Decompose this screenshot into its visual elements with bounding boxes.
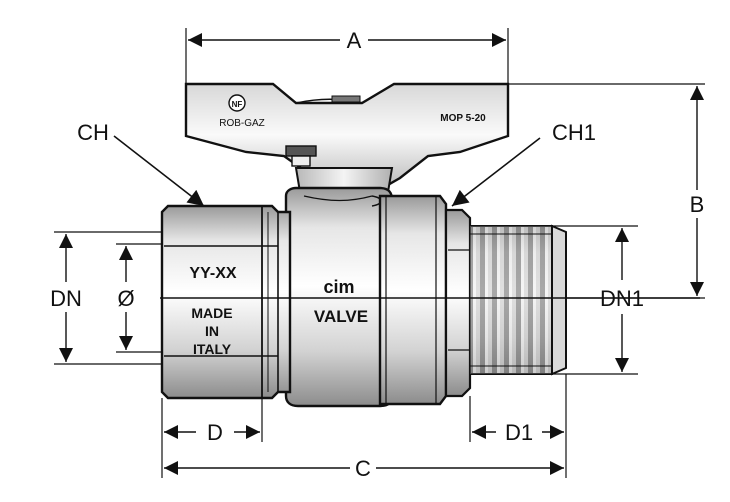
right-hex-collar [378,194,472,406]
dimension-b: B [508,83,705,299]
butterfly-handle: NF ROB-GAZ MOP 5-20 [184,82,510,188]
body-maker-text: cim [323,277,354,297]
stem-nut [285,145,394,193]
logo-text: NF [232,100,243,109]
callout-ch1: CH1 [451,120,596,207]
dim-label-diameter: Ø [117,286,134,311]
hex-code-text: YY-XX [189,265,236,282]
dim-label-c: C [355,456,371,481]
callout-ch: CH [77,120,205,207]
dim-label-b: B [690,192,705,217]
valve-body: cim VALVE [284,186,394,408]
dimension-d: D [164,398,263,445]
dimension-d1: D1 [469,396,564,445]
hex-origin-line1: MADE [191,305,232,321]
left-hex-end: YY-XX MADE IN ITALY [160,204,292,400]
dim-label-d1: D1 [505,420,533,445]
dim-label-d: D [207,420,223,445]
hex-origin-line2: IN [205,323,219,339]
dim-label-a: A [347,28,362,53]
dimension-a: A [185,28,509,84]
nf-logo: NF [228,94,246,112]
handle-brand-text: ROB-GAZ [219,118,265,129]
dimension-diameter: Ø [116,243,162,353]
dim-label-dn1: DN1 [600,286,644,311]
dimension-dn1: DN1 [552,225,644,375]
threaded-end [469,224,567,376]
handle-pressure-text: MOP 5-20 [440,113,486,124]
body-product-text: VALVE [314,307,368,326]
hex-origin-line3: ITALY [193,341,232,357]
dimension-dn: DN [50,231,162,365]
dimension-c: C [161,374,567,481]
dim-label-ch1: CH1 [552,120,596,145]
dim-label-dn: DN [50,286,82,311]
dim-label-ch: CH [77,120,109,145]
